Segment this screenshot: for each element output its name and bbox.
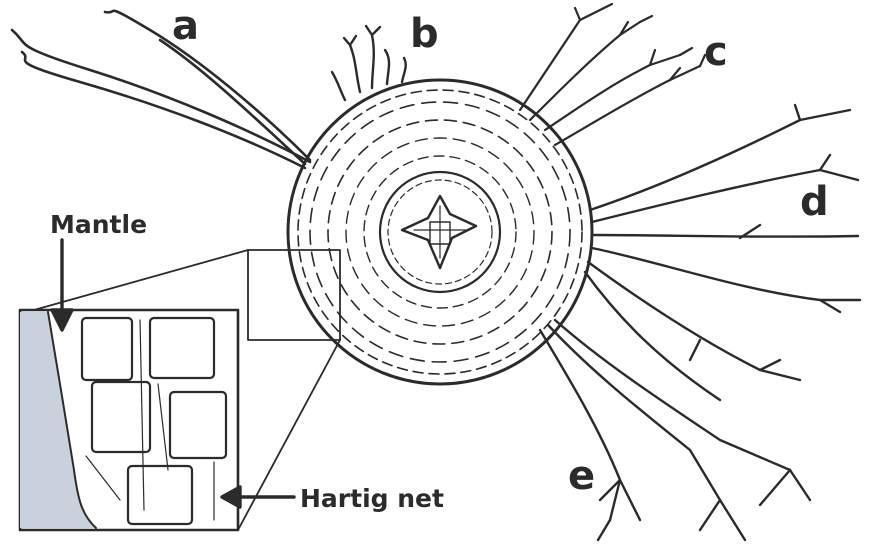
hyphae-e xyxy=(540,320,810,540)
label-b: b xyxy=(410,14,439,54)
hartig-net-arrow xyxy=(222,487,294,507)
label-e: e xyxy=(568,456,595,496)
mantle-arrow xyxy=(52,240,72,330)
label-mantle: Mantle xyxy=(50,212,147,237)
hyphae-a xyxy=(12,11,310,168)
label-a: a xyxy=(172,6,199,46)
hyphae-d xyxy=(585,105,860,400)
inset-panel xyxy=(20,310,238,530)
label-hartig-net: Hartig net xyxy=(300,486,444,511)
label-c: c xyxy=(704,32,728,72)
hyphae-b xyxy=(332,26,406,100)
label-d: d xyxy=(800,182,829,222)
